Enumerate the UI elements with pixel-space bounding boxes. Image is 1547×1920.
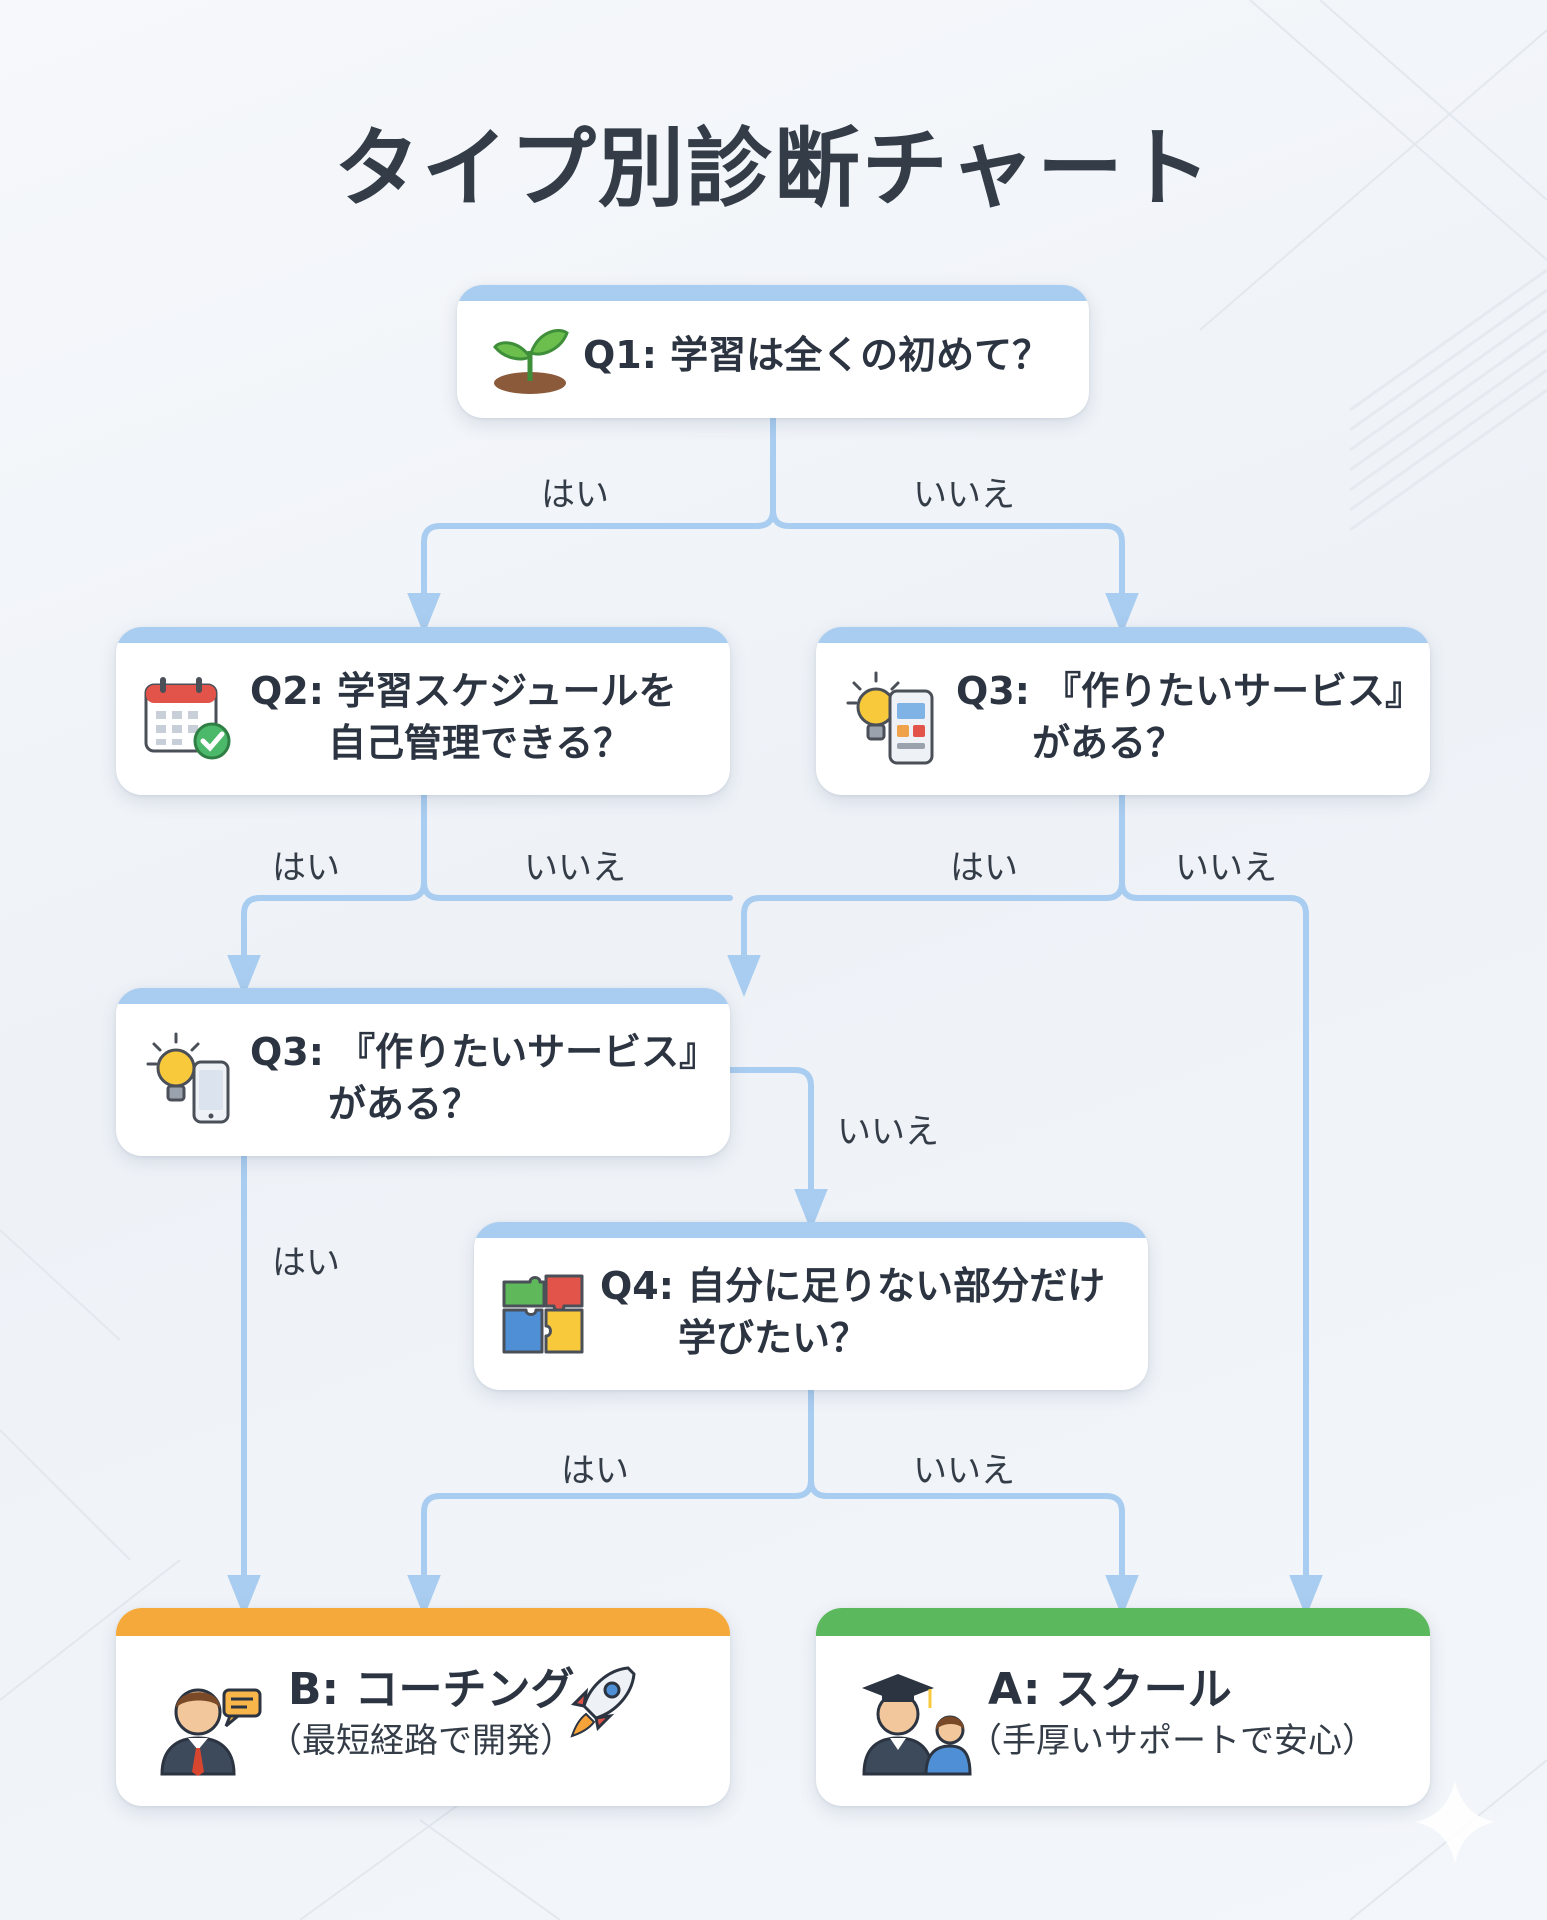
result-a-band <box>816 1608 1430 1636</box>
q3-left-line1: Q3: 『作りたいサービス』 <box>250 1030 718 1074</box>
result-b-title: B: コーチング <box>288 1664 575 1715</box>
q2-text: Q2: 学習スケジュールを 自己管理できる？ <box>250 665 710 769</box>
edge-q3r-yes <box>727 879 1125 997</box>
node-q1: Q1: 学習は全くの初めて？ <box>457 285 1089 418</box>
page-title: タイプ別診断チャート <box>333 119 1214 219</box>
result-b-subtitle: （最短経路で開発） <box>268 1721 574 1761</box>
edge-q4-yes <box>407 1477 814 1617</box>
q2-line2: 自己管理できる？ <box>328 721 632 765</box>
graduate-icon <box>862 1674 972 1776</box>
q2-line1: Q2: 学習スケジュールを <box>250 669 677 713</box>
edge-label-q4-no: いいえ <box>913 1451 1015 1491</box>
node-band <box>116 627 730 643</box>
result-b: B: コーチング （最短経路で開発） <box>116 1608 730 1806</box>
edge-q3l-no <box>727 1067 828 1231</box>
q3-left-text: Q3: 『作りたいサービス』 がある？ <box>250 1026 718 1130</box>
q3-right-line2: がある？ <box>1032 721 1185 765</box>
edge-label-q1-yes: はい <box>541 475 609 515</box>
node-band <box>816 627 1430 643</box>
sprout-icon <box>493 329 569 394</box>
lightbulb-phone-icon <box>146 1032 230 1124</box>
edge-q4-no <box>808 1477 1139 1617</box>
result-a-text: A: スクール （手厚いサポートで安心） <box>968 1662 1418 1764</box>
edge-label-q3r-no: いいえ <box>1175 848 1277 888</box>
node-band <box>474 1222 1148 1238</box>
result-a-title: A: スクール <box>988 1664 1232 1715</box>
result-a-subtitle: （手厚いサポートで安心） <box>968 1721 1376 1761</box>
node-band <box>116 988 730 1004</box>
q3-right-line1: Q3: 『作りたいサービス』 <box>956 669 1424 713</box>
edge-q1-yes <box>407 507 776 635</box>
edge-label-q3r-yes: はい <box>950 848 1018 888</box>
edge-q1-no <box>770 507 1139 635</box>
calendar-check-icon <box>144 677 231 760</box>
edge-q2-no <box>421 879 733 901</box>
node-q3-left: Q3: 『作りたいサービス』 がある？ <box>116 988 730 1156</box>
edge-label-q4-yes: はい <box>561 1451 629 1491</box>
result-b-text: B: コーチング （最短経路で開発） <box>268 1662 708 1764</box>
rocket-icon <box>570 1666 636 1738</box>
result-a: A: スクール （手厚いサポートで安心） <box>816 1608 1430 1806</box>
edge-label-q3l-yes: はい <box>272 1243 340 1283</box>
coach-icon <box>160 1688 262 1776</box>
edge-q3r-no <box>1119 879 1323 1617</box>
edge-label-q2-no: いいえ <box>524 848 626 888</box>
node-q4: Q4: 自分に足りない部分だけ 学びたい？ <box>474 1222 1148 1390</box>
node-q3-right: Q3: 『作りたいサービス』 がある？ <box>816 627 1430 795</box>
edge-label-q2-yes: はい <box>272 848 340 888</box>
q1-text: Q1: 学習は全くの初めて？ <box>583 333 1051 377</box>
node-band <box>457 285 1089 301</box>
edge-q2-yes <box>227 879 427 997</box>
result-b-band <box>116 1608 730 1636</box>
q3-right-text: Q3: 『作りたいサービス』 がある？ <box>956 665 1424 769</box>
q3-left-line2: がある？ <box>328 1082 481 1126</box>
edge-label-q3l-no: いいえ <box>837 1112 939 1152</box>
puzzle-icon <box>502 1274 584 1354</box>
lightbulb-app-icon <box>846 671 934 765</box>
edge-label-q1-no: いいえ <box>913 475 1015 515</box>
q4-text: Q4: 自分に足りない部分だけ 学びたい？ <box>600 1260 1140 1364</box>
node-q2: Q2: 学習スケジュールを 自己管理できる？ <box>116 627 730 795</box>
q4-line1: Q4: 自分に足りない部分だけ <box>600 1264 1106 1308</box>
q4-line2: 学びたい？ <box>678 1316 869 1360</box>
